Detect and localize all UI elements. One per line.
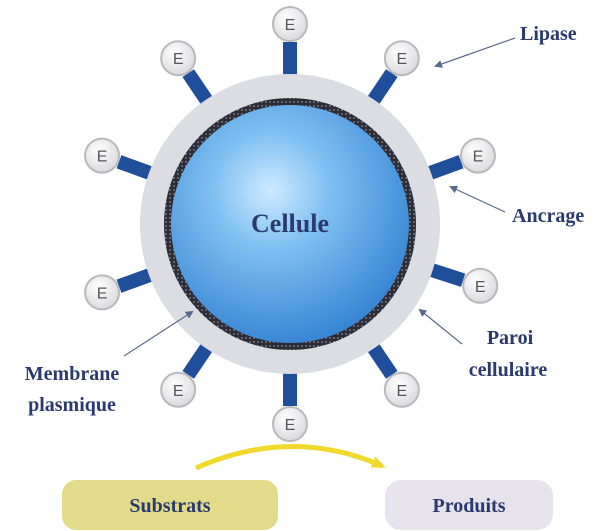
enzyme-letter: E — [475, 279, 486, 296]
ancrage-label: Ancrage — [512, 205, 584, 227]
substrats-label: Substrats — [129, 495, 210, 517]
paroi-label-line1: Paroi — [487, 327, 534, 349]
enzyme-letter: E — [397, 383, 408, 400]
enzyme-letter: E — [397, 51, 408, 68]
enzyme-letter: E — [97, 285, 108, 302]
enzyme-letter: E — [173, 383, 184, 400]
membrane-label-line1: Membrane — [25, 363, 120, 385]
membrane-label-line2: plasmique — [28, 394, 116, 416]
enzyme-letter: E — [285, 17, 296, 34]
enzyme-letter: E — [285, 417, 296, 434]
ancrage-callout-line — [451, 187, 505, 212]
paroi-callout-line — [420, 310, 462, 344]
produits-label: Produits — [433, 495, 506, 517]
enzyme-letter: E — [473, 149, 484, 166]
paroi-label-line2: cellulaire — [469, 359, 548, 381]
membrane-callout-line — [124, 312, 192, 356]
lipase-label: Lipase — [520, 23, 577, 45]
enzyme-letter: E — [173, 51, 184, 68]
cell-label: Cellule — [251, 209, 329, 238]
lipase-callout-line — [436, 38, 515, 66]
enzyme-letter: E — [97, 149, 108, 166]
reaction-arrow — [196, 446, 382, 468]
